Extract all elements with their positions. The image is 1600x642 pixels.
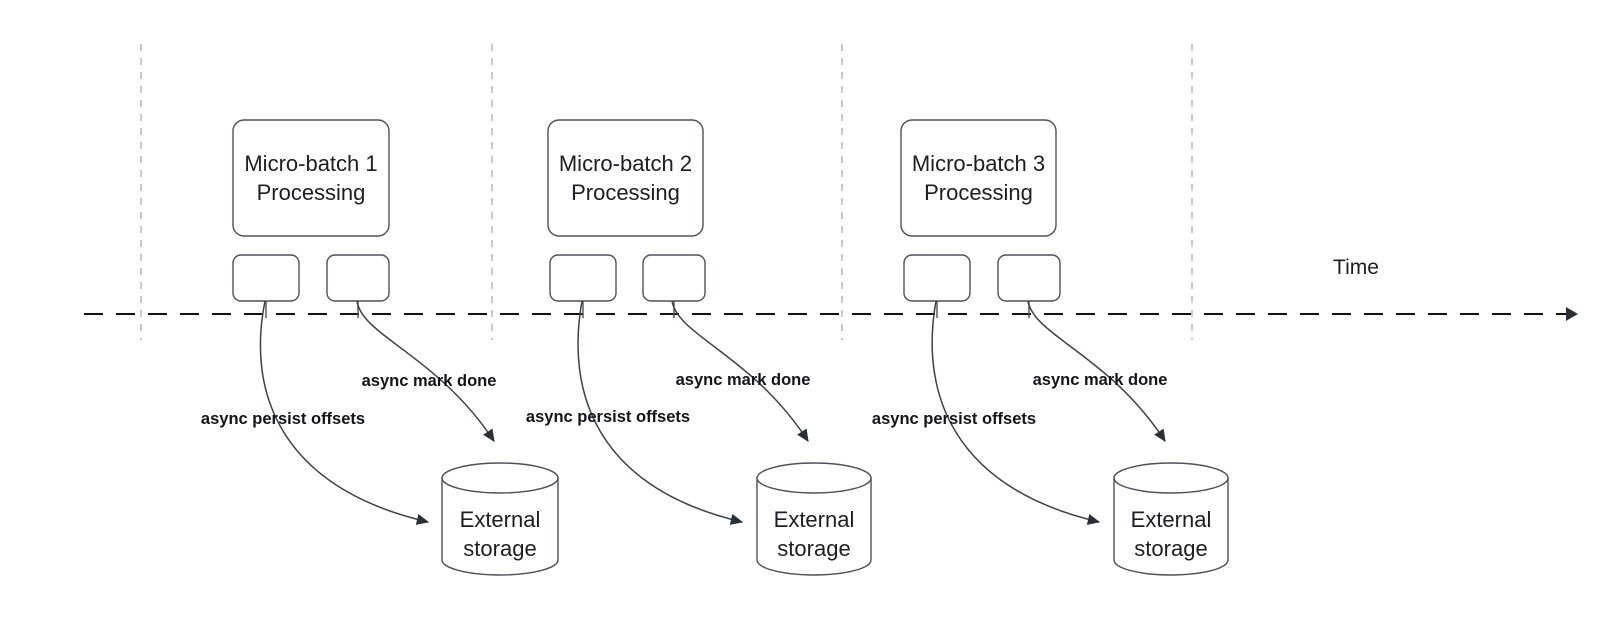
time-axis: Time: [84, 256, 1578, 321]
storage-label-line1: External: [774, 507, 855, 532]
async-mark-done-edge-2: [671, 300, 809, 442]
processing-box-label-line1: Micro-batch 3: [912, 151, 1045, 176]
async-mark-done-edge-label-3: async mark done: [1033, 371, 1168, 389]
processing-box-2[interactable]: [547, 119, 704, 237]
time-axis-label: Time: [1333, 256, 1379, 279]
mark-done-task-2[interactable]: [642, 254, 706, 302]
async-persist-offsets-edge-label-1: async persist offsets: [201, 410, 365, 428]
mark-done-task-1[interactable]: [326, 254, 390, 302]
storage-cylinder-body-2[interactable]: [756, 477, 872, 576]
storage-label-line2: storage: [463, 536, 536, 561]
processing-box-label-line1: Micro-batch 2: [559, 151, 692, 176]
processing-box-label-line1: Micro-batch 1: [244, 151, 377, 176]
storage-cylinder-body-1[interactable]: [441, 477, 559, 576]
storage-label-line1: External: [1131, 507, 1212, 532]
persist-offsets-task-3[interactable]: [903, 254, 971, 302]
async-persist-offsets-edge-label-2: async persist offsets: [526, 408, 690, 426]
processing-box-1[interactable]: [232, 119, 390, 237]
storage-cylinder-top-3: [1113, 462, 1229, 494]
storage-label-line1: External: [460, 507, 541, 532]
storage-label-line2: storage: [777, 536, 850, 561]
async-mark-done-edge-3: [1027, 300, 1166, 442]
async-mark-done-edge-1: [356, 300, 495, 442]
storage-cylinder-top-2: [756, 462, 872, 494]
storage-label-line2: storage: [1134, 536, 1207, 561]
async-mark-done-edge-label-1: async mark done: [362, 372, 497, 390]
processing-box-3[interactable]: [900, 119, 1057, 237]
async-persist-offsets-edge-3: [931, 300, 1101, 525]
async-persist-offsets-edge-1: [259, 300, 430, 525]
async-persist-offsets-edge-label-3: async persist offsets: [872, 410, 1036, 428]
storage-cylinder-top-1: [441, 462, 559, 494]
mark-done-task-3[interactable]: [997, 254, 1061, 302]
processing-box-label-line2: Processing: [257, 180, 366, 205]
storage-cylinder-body-3[interactable]: [1113, 477, 1229, 576]
processing-box-label-line2: Processing: [571, 180, 680, 205]
async-persist-offsets-edge-2: [577, 300, 744, 525]
async-mark-done-edge-label-2: async mark done: [676, 371, 811, 389]
persist-offsets-task-1[interactable]: [232, 254, 300, 302]
time-axis-arrowhead-icon: [1566, 307, 1578, 321]
processing-box-label-line2: Processing: [924, 180, 1033, 205]
persist-offsets-task-2[interactable]: [549, 254, 617, 302]
